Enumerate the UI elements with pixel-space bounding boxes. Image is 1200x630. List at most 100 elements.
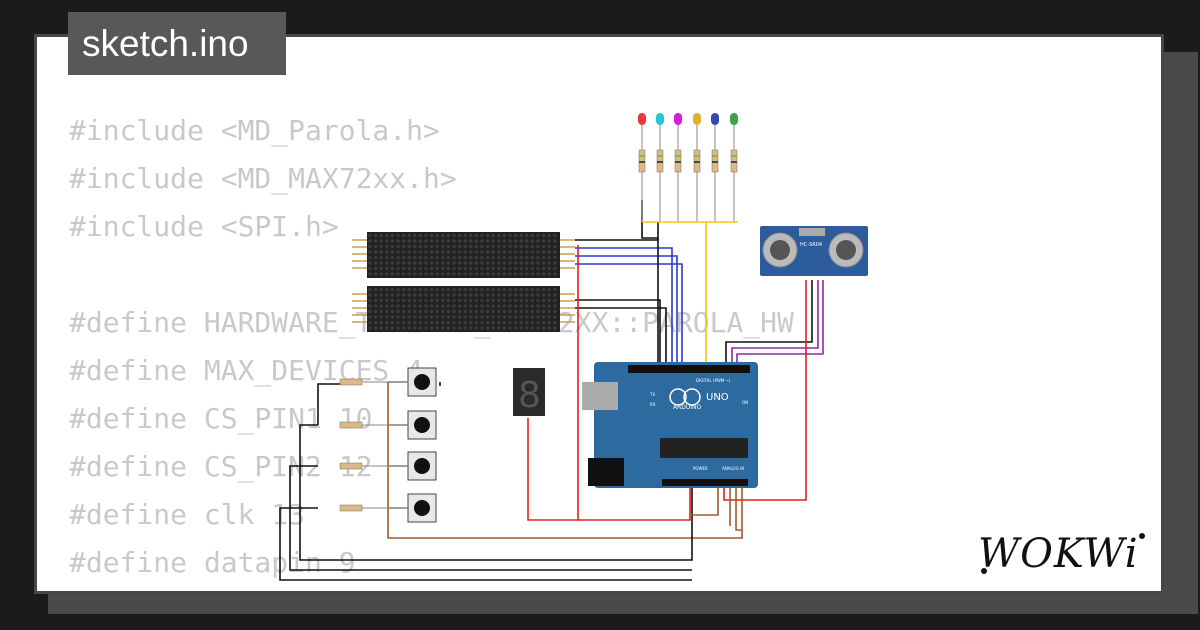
matrix-dot (519, 298, 523, 303)
matrix-dot (379, 250, 384, 254)
wire (279, 507, 692, 581)
matrix-dot (418, 239, 423, 243)
matrix-dot (390, 233, 395, 238)
matrix-dot (418, 250, 423, 254)
matrix-dot (536, 250, 540, 254)
wokwi-logo: WOKWi (978, 531, 1145, 576)
matrix-dot (373, 315, 378, 319)
matrix-dot (379, 326, 384, 330)
wire (299, 424, 693, 561)
matrix-dot (446, 315, 451, 319)
matrix-dot (441, 326, 445, 330)
matrix-dot (536, 304, 540, 308)
matrix-dot (508, 309, 512, 314)
matrix-dot (441, 255, 445, 260)
matrix-dot (418, 272, 423, 276)
matrix-dot (368, 320, 372, 325)
matrix-dot (502, 250, 507, 254)
matrix-dot (396, 309, 400, 314)
matrix-dot (457, 239, 462, 243)
matrix-dot (424, 266, 428, 271)
matrix-dot (530, 244, 535, 249)
matrix-dot (368, 287, 372, 292)
matrix-dot (429, 255, 434, 260)
matrix-dot (547, 261, 551, 265)
matrix-dot (469, 261, 473, 265)
matrix-dot (541, 244, 546, 249)
seven-segment (513, 368, 545, 416)
matrix-dot (407, 326, 412, 330)
matrix-dot (446, 320, 451, 325)
matrix-dot (441, 298, 445, 303)
matrix-dot (491, 315, 496, 319)
matrix-dot (435, 272, 440, 276)
matrix-dot (513, 293, 518, 297)
matrix-dot (519, 320, 523, 325)
matrix-dot (407, 266, 412, 271)
matrix-dot (485, 309, 490, 314)
power-header (662, 479, 748, 486)
matrix-dot (396, 304, 400, 308)
matrix-dot (519, 309, 523, 314)
matrix-dot (413, 266, 417, 271)
matrix-dot (553, 239, 557, 243)
wire (577, 245, 691, 521)
matrix-dot (497, 233, 501, 238)
matrix-dot (497, 315, 501, 319)
matrix-dot (485, 326, 490, 330)
matrix-dot (513, 255, 518, 260)
matrix-dot (441, 244, 445, 249)
matrix-dot (407, 320, 412, 325)
matrix-dot (463, 250, 468, 254)
matrix-dot (441, 266, 445, 271)
matrix-dot (452, 304, 456, 308)
matrix-dot (497, 293, 501, 297)
matrix-dot (385, 244, 389, 249)
matrix-dot (502, 298, 507, 303)
matrix-dot (536, 287, 540, 292)
matrix-dot (536, 244, 540, 249)
matrix-dot (469, 233, 473, 238)
matrix-dot (547, 272, 551, 276)
matrix-dot (508, 304, 512, 308)
matrix-dot (463, 255, 468, 260)
matrix-dot (547, 244, 551, 249)
power-jack (588, 458, 624, 486)
board-header-label: DIGITAL (PWM ~) (696, 378, 731, 383)
matrix-dot (457, 298, 462, 303)
matrix-dot (480, 233, 484, 238)
matrix-dot (390, 293, 395, 297)
matrix-dot (429, 239, 434, 243)
matrix-dot (491, 326, 496, 330)
matrix-dot (530, 261, 535, 265)
matrix-dot (469, 326, 473, 330)
matrix-dot (424, 239, 428, 243)
matrix-dot (474, 298, 479, 303)
board-brand: ARDUINO (673, 404, 702, 411)
matrix-dot (429, 261, 434, 265)
matrix-dot (373, 239, 378, 243)
matrix-dot (435, 233, 440, 238)
matrix-dot (508, 233, 512, 238)
matrix-dot (424, 287, 428, 292)
matrix-dot (502, 266, 507, 271)
matrix-dot (497, 298, 501, 303)
matrix-dot (446, 233, 451, 238)
matrix-dot (407, 244, 412, 249)
wokwi-logo-text: WOKWi (978, 531, 1139, 576)
matrix-dot (502, 233, 507, 238)
matrix-dot (396, 261, 400, 265)
matrix-dot (553, 272, 557, 276)
matrix-dot (463, 287, 468, 292)
matrix-dot (530, 287, 535, 292)
matrix-dot (418, 287, 423, 292)
matrix-dot (413, 304, 417, 308)
matrix-dot (446, 266, 451, 271)
board-model: UNO (706, 392, 729, 403)
led (693, 113, 701, 125)
matrix-dot (373, 320, 378, 325)
file-tab[interactable]: sketch.ino (68, 12, 286, 75)
matrix-dot (435, 315, 440, 319)
matrix-dot (474, 266, 479, 271)
matrix-dot (530, 266, 535, 271)
